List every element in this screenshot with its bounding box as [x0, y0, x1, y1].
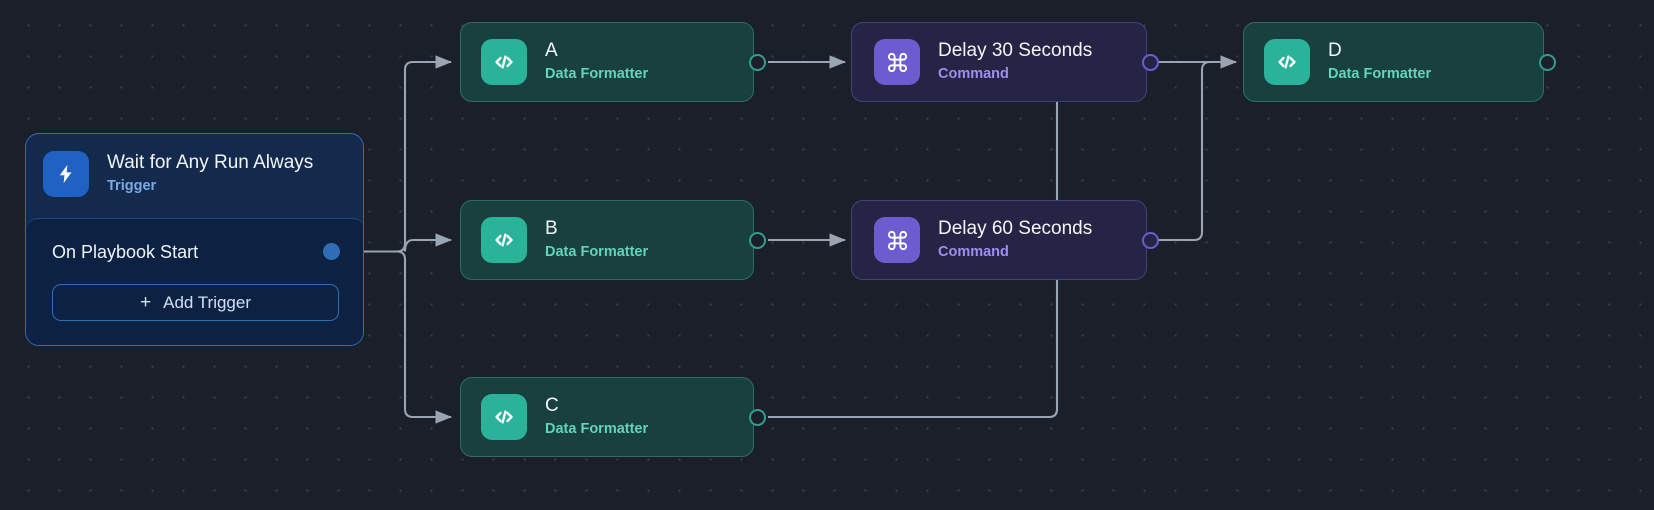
- node-delay-30-text: Delay 30 Seconds Command: [938, 40, 1093, 83]
- node-delay-30-seconds[interactable]: Delay 30 Seconds Command: [851, 22, 1147, 102]
- node-delay-60-text: Delay 60 Seconds Command: [938, 218, 1093, 261]
- add-trigger-button[interactable]: + Add Trigger: [52, 284, 339, 321]
- node-d-output-port[interactable]: [1539, 53, 1556, 71]
- code-icon: [1264, 39, 1310, 85]
- node-delay-30-subtitle: Command: [938, 65, 1009, 82]
- code-icon: [481, 39, 527, 85]
- trigger-card[interactable]: Wait for Any Run Always Trigger On Playb…: [25, 133, 364, 346]
- edge-delay60-d: [1158, 60, 1236, 242]
- command-icon: [874, 217, 920, 263]
- node-delay-60-seconds[interactable]: Delay 60 Seconds Command: [851, 200, 1147, 280]
- node-c[interactable]: C Data Formatter: [460, 377, 754, 457]
- trigger-title: Wait for Any Run Always: [107, 152, 314, 174]
- add-trigger-label: Add Trigger: [163, 292, 251, 312]
- node-a-subtitle: Data Formatter: [545, 65, 649, 82]
- node-d[interactable]: D Data Formatter: [1243, 22, 1544, 102]
- node-a[interactable]: A Data Formatter: [460, 22, 754, 102]
- node-delay-30-title: Delay 30 Seconds: [938, 40, 1093, 62]
- node-c-title: C: [545, 395, 559, 417]
- playbook-start-label: On Playbook Start: [52, 242, 199, 262]
- trigger-header: Wait for Any Run Always Trigger: [26, 134, 363, 197]
- node-d-subtitle: Data Formatter: [1328, 65, 1432, 82]
- node-b-title: B: [545, 218, 558, 240]
- plus-icon: +: [140, 292, 152, 313]
- node-a-title: A: [545, 40, 558, 62]
- lightning-bolt-icon: [43, 151, 89, 197]
- trigger-output-port[interactable]: [323, 243, 340, 260]
- node-c-subtitle: Data Formatter: [545, 420, 649, 437]
- node-a-text: A Data Formatter: [545, 40, 649, 83]
- node-c-output-port[interactable]: [749, 408, 766, 426]
- node-delay-60-title: Delay 60 Seconds: [938, 218, 1093, 240]
- node-a-output-port[interactable]: [749, 53, 766, 71]
- node-delay-30-output-port[interactable]: [1142, 53, 1159, 71]
- node-d-title: D: [1328, 40, 1342, 62]
- trigger-subtitle: Trigger: [107, 177, 157, 194]
- node-delay-60-output-port[interactable]: [1142, 231, 1159, 249]
- node-delay-60-subtitle: Command: [938, 243, 1009, 260]
- code-icon: [481, 394, 527, 440]
- trigger-body: On Playbook Start + Add Trigger: [26, 218, 363, 345]
- command-icon: [874, 39, 920, 85]
- edge-trigger-b: [403, 233, 453, 252]
- edge-trigger-c: [396, 250, 453, 424]
- node-b-subtitle: Data Formatter: [545, 243, 649, 260]
- code-icon: [481, 217, 527, 263]
- node-b-text: B Data Formatter: [545, 218, 649, 261]
- node-d-text: D Data Formatter: [1328, 40, 1432, 83]
- edge-trigger-a: [396, 55, 453, 253]
- trigger-text: Wait for Any Run Always Trigger: [107, 152, 314, 195]
- node-b-output-port[interactable]: [749, 231, 766, 249]
- node-b[interactable]: B Data Formatter: [460, 200, 754, 280]
- node-c-text: C Data Formatter: [545, 395, 649, 438]
